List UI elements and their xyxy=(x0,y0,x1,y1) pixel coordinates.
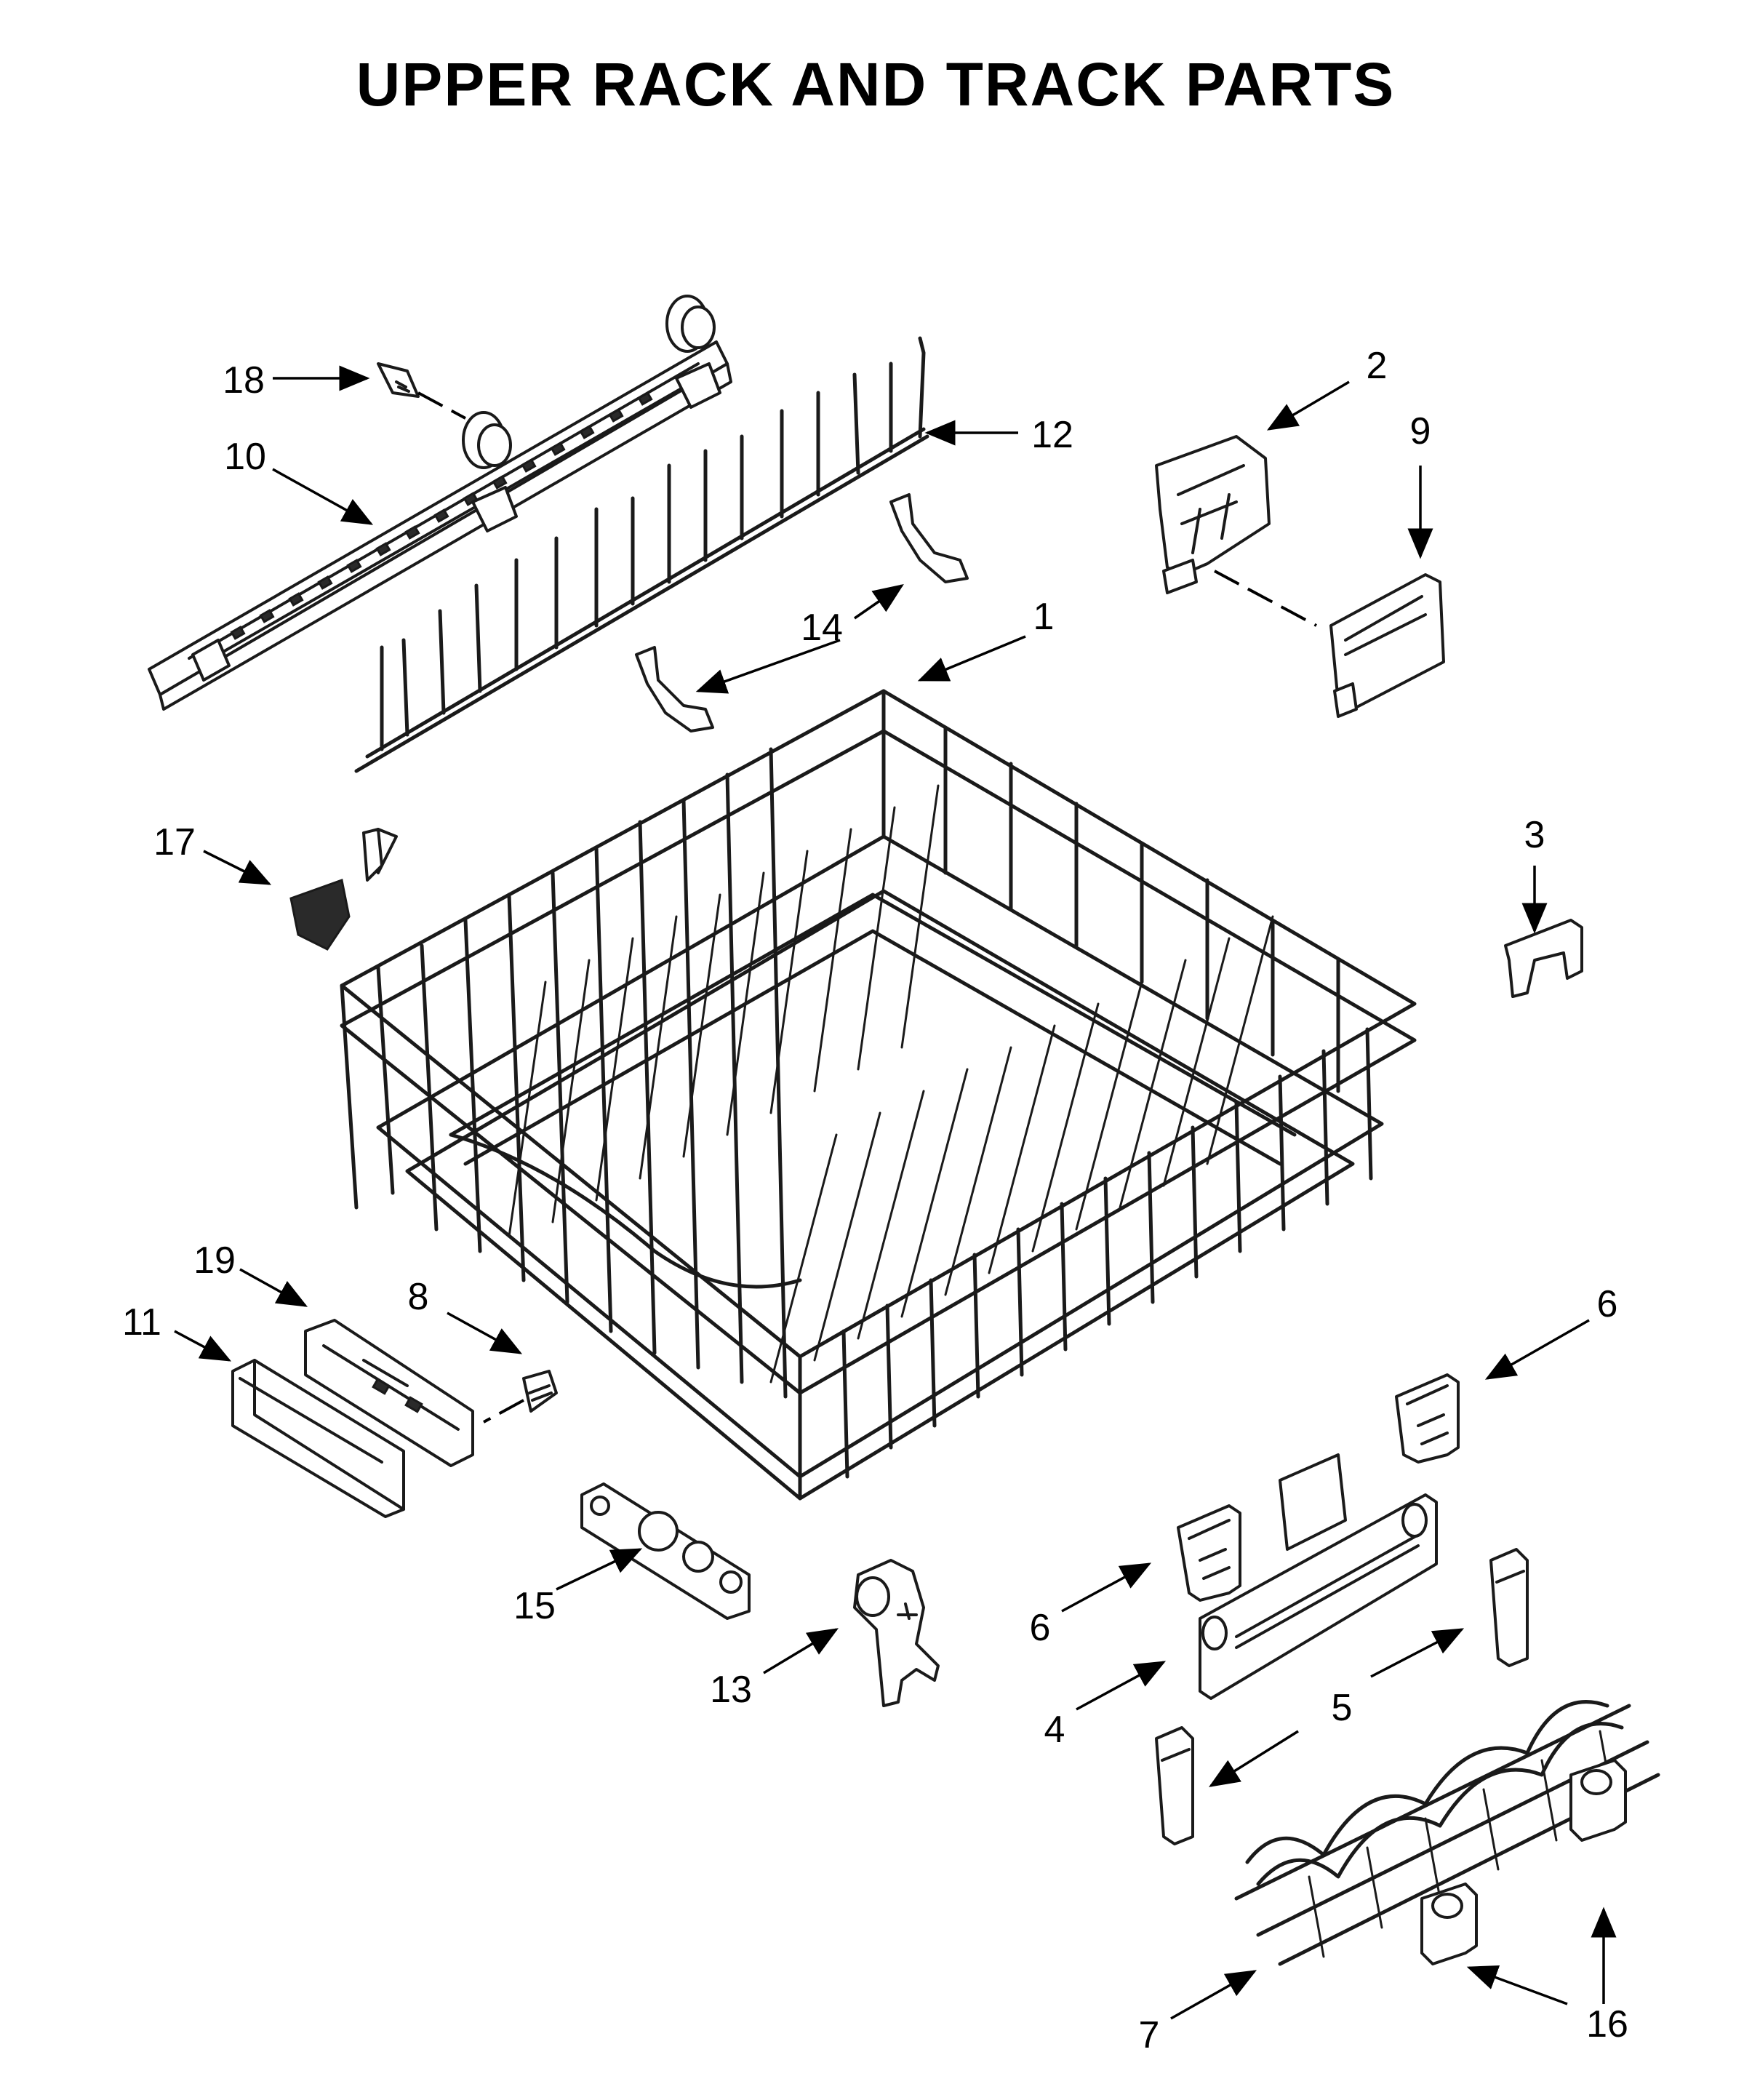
callout-6-upper: 6 xyxy=(1597,1283,1618,1325)
callout-6-lower: 6 xyxy=(1030,1607,1051,1649)
part-3-clip xyxy=(1504,919,1583,998)
part-5-latch-right xyxy=(1489,1548,1529,1667)
callout-12: 12 xyxy=(1031,414,1073,456)
callout-8: 8 xyxy=(408,1276,429,1318)
callout-15: 15 xyxy=(513,1585,556,1627)
callout-5: 5 xyxy=(1332,1687,1353,1729)
callout-4: 4 xyxy=(1044,1709,1065,1751)
callout-10: 10 xyxy=(224,436,266,478)
part-6-clip-lower xyxy=(1177,1504,1241,1602)
part-1-rack xyxy=(340,689,1417,1501)
part-14-clip-upper xyxy=(889,493,969,583)
part-8-screw xyxy=(483,1370,558,1424)
callout-13: 13 xyxy=(710,1669,752,1711)
part-15-end-cap xyxy=(580,1482,751,1620)
part-17-clip xyxy=(289,828,398,951)
part-16-clip-left xyxy=(1420,1883,1478,1965)
part-6-clip-upper xyxy=(1395,1373,1460,1464)
part-19-handle-base xyxy=(304,1319,474,1467)
part-2-bracket xyxy=(1155,435,1271,594)
part-5-latch-left xyxy=(1155,1726,1194,1845)
part-11-handle xyxy=(231,1359,405,1518)
leader-lines xyxy=(174,365,1617,2020)
part-9-cover xyxy=(1329,573,1445,718)
callout-18: 18 xyxy=(223,359,265,402)
callout-2: 2 xyxy=(1367,345,1388,387)
diagram-title: UPPER RACK AND TRACK PARTS xyxy=(356,50,1396,119)
callout-14: 14 xyxy=(801,607,843,649)
part-18-screw xyxy=(377,362,466,420)
callout-16: 16 xyxy=(1586,2003,1628,2045)
callout-3: 3 xyxy=(1524,814,1545,856)
part-10-track-rail xyxy=(148,295,732,711)
callout-19: 19 xyxy=(193,1239,236,1282)
part-13-clip xyxy=(853,1559,940,1707)
part-12-tine-row xyxy=(354,336,929,773)
part-16-clip-right xyxy=(1569,1759,1627,1842)
part-4-adjuster xyxy=(1199,1453,1438,1700)
callout-17: 17 xyxy=(153,821,196,863)
callout-7: 7 xyxy=(1139,2014,1160,2056)
callout-11: 11 xyxy=(122,1301,161,1344)
callout-labels: 18 10 12 2 9 14 1 17 3 19 11 8 6 15 13 6… xyxy=(122,345,1628,2056)
callout-1: 1 xyxy=(1033,596,1055,638)
callout-9: 9 xyxy=(1410,410,1431,452)
assembly-dash-2-9 xyxy=(1214,570,1317,627)
part-14-clip-lower xyxy=(635,646,714,732)
